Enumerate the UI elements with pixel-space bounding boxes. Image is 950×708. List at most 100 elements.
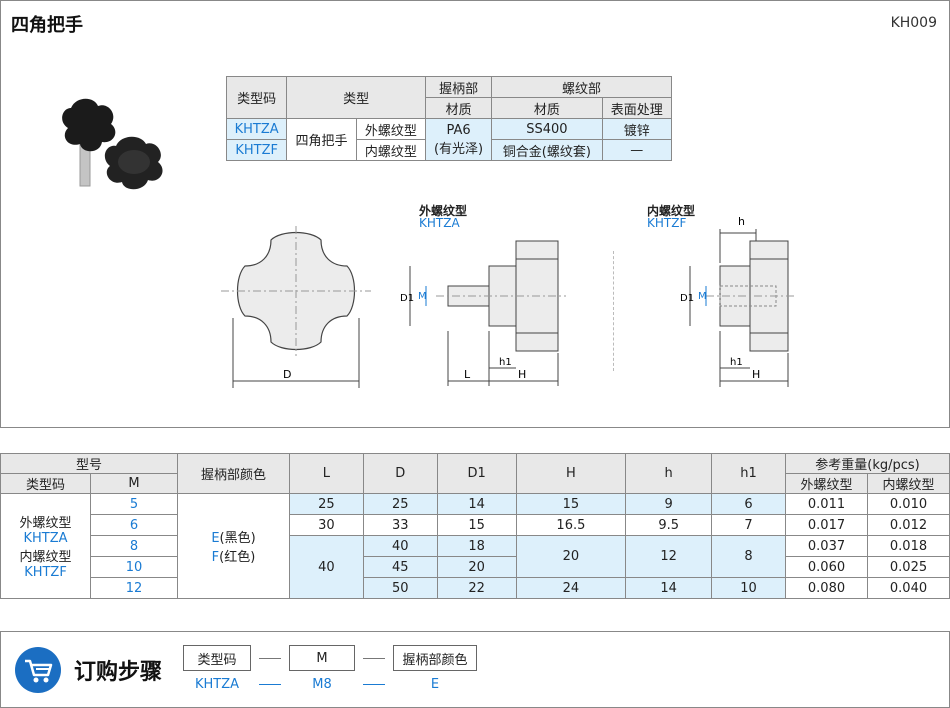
param-h-1: 9.5 [625,514,713,536]
dim-D1-ext: D1 [400,293,414,304]
dim-h1-int: h1 [730,357,743,368]
param-D-3: 45 [362,556,438,578]
dim-H-int: H [752,368,760,381]
param-D1-1: 15 [436,514,517,536]
int-side-view-drawing: h D1 M H h1 [680,215,794,387]
spec-surface-ext: 镀锌 [601,118,673,140]
param-L-1: 30 [289,514,364,536]
ext-drawing-title: 外螺纹型 [419,204,468,218]
param-h1-2: 8 [711,535,786,578]
param-h-4: 14 [625,577,713,599]
param-w-int-4: 0.040 [867,577,950,599]
dim-M-ext: M [418,291,427,302]
param-w-ext-3: 0.060 [785,556,868,578]
type-ext-label: 外螺纹型 [19,516,72,531]
dim-H-ext: H [518,368,526,381]
page-title: 四角把手 [11,15,83,36]
spec-thread-material-int: 铜合金(螺纹套) [491,139,603,161]
order-value-type-code: KHTZA [194,677,240,692]
param-h1-1: 7 [711,514,786,536]
type-int-code: KHTZF [24,565,67,580]
param-D1-3: 20 [436,556,517,578]
spec-header-thread: 螺纹部 [491,76,672,98]
spec-code-int: KHTZF [225,139,288,161]
spec-table: 类型码 类型 握柄部 螺纹部 材质 材质 表面处理 KHTZA 四角把手 外螺纹… [225,76,673,161]
spec-header-type: 类型 [286,76,427,119]
param-header-H: H [515,453,627,494]
param-header-h: h [625,453,713,494]
parameters-panel: 型号 握柄部颜色 L D D1 H h h1 参考重量(kg/pcs) 类型码 … [0,453,950,603]
param-H-4: 24 [515,577,627,599]
param-header-D: D [362,453,438,494]
param-L-2: 40 [289,535,364,599]
spec-header-type-code: 类型码 [225,76,288,119]
param-H-0: 15 [515,493,627,515]
spec-code-ext: KHTZA [225,118,288,140]
param-M-3: 10 [90,556,178,578]
param-D-0: 25 [362,493,438,515]
int-drawing-code: KHTZF [647,216,687,230]
product-code: KH009 [890,15,937,31]
type-ext-code: KHTZA [23,531,68,546]
order-connector-2 [363,658,385,659]
param-h-2: 12 [625,535,713,578]
product-photo [62,98,163,190]
type-int-label: 内螺纹型 [19,550,72,565]
param-color-cell: E(黑色) F(红色) [177,493,290,599]
param-w-int-0: 0.010 [867,493,950,515]
param-L-0: 25 [289,493,364,515]
param-w-ext-1: 0.017 [785,514,868,536]
spec-thread-material-ext: SS400 [491,118,603,140]
spec-grip-material: PA6 (有光泽) [425,118,493,161]
spec-type-name: 四角把手 [286,118,357,161]
order-steps-panel: 订购步骤 类型码 M 握柄部颜色 KHTZA M8 E [0,631,950,708]
parameters-table: 型号 握柄部颜色 L D D1 H h h1 参考重量(kg/pcs) 类型码 … [0,453,950,599]
divider [613,251,614,371]
order-box-type-code: 类型码 [183,645,251,671]
order-title: 订购步骤 [74,660,163,685]
param-type-cell: 外螺纹型 KHTZA 内螺纹型 KHTZF [0,493,91,599]
param-M-1: 6 [90,514,178,536]
dim-L-ext: L [464,368,471,381]
dim-h1-ext: h1 [499,357,512,368]
param-header-model: 型号 [0,453,178,474]
param-D1-2: 18 [436,535,517,557]
order-value-M: M8 [312,677,332,692]
param-header-L: L [289,453,364,494]
spec-sub-ext: 外螺纹型 [355,118,427,140]
dim-D-top: D [283,368,291,381]
order-box-color: 握柄部颜色 [393,645,477,671]
dim-M-int: M [698,291,707,302]
order-value-color: E [430,677,440,692]
param-header-type-code: 类型码 [0,473,91,494]
param-header-color: 握柄部颜色 [177,453,290,494]
order-value-connector-2 [363,684,385,685]
dim-D1-int: D1 [680,293,694,304]
param-w-ext-0: 0.011 [785,493,868,515]
param-M-0: 5 [90,493,178,515]
shopping-cart-icon [15,647,61,693]
product-overview-panel: 四角把手 KH009 类型码 类型 握柄部 螺纹部 材质 材质 表面处理 KHT… [0,0,950,428]
param-D1-0: 14 [436,493,517,515]
grip-material-note: (有光泽) [433,141,484,157]
param-w-ext-2: 0.037 [785,535,868,557]
param-H-2: 20 [515,535,627,578]
spec-header-grip: 握柄部 [425,76,493,98]
param-D-1: 33 [362,514,438,536]
param-D-4: 50 [362,577,438,599]
ext-side-view-drawing: D1 M L H h1 [400,240,566,386]
color-E: E(黑色) [211,531,256,546]
param-header-M: M [90,473,178,494]
param-header-h1: h1 [711,453,786,494]
int-drawing-title: 内螺纹型 [647,204,696,218]
param-header-weight: 参考重量(kg/pcs) [785,453,950,474]
param-h1-0: 6 [711,493,786,515]
dim-h-int: h [738,215,745,228]
param-w-ext-4: 0.080 [785,577,868,599]
param-w-int-1: 0.012 [867,514,950,536]
param-D-2: 40 [362,535,438,557]
param-w-int-2: 0.018 [867,535,950,557]
param-M-4: 12 [90,577,178,599]
order-connector-1 [259,658,281,659]
ext-drawing-code: KHTZA [419,216,460,230]
